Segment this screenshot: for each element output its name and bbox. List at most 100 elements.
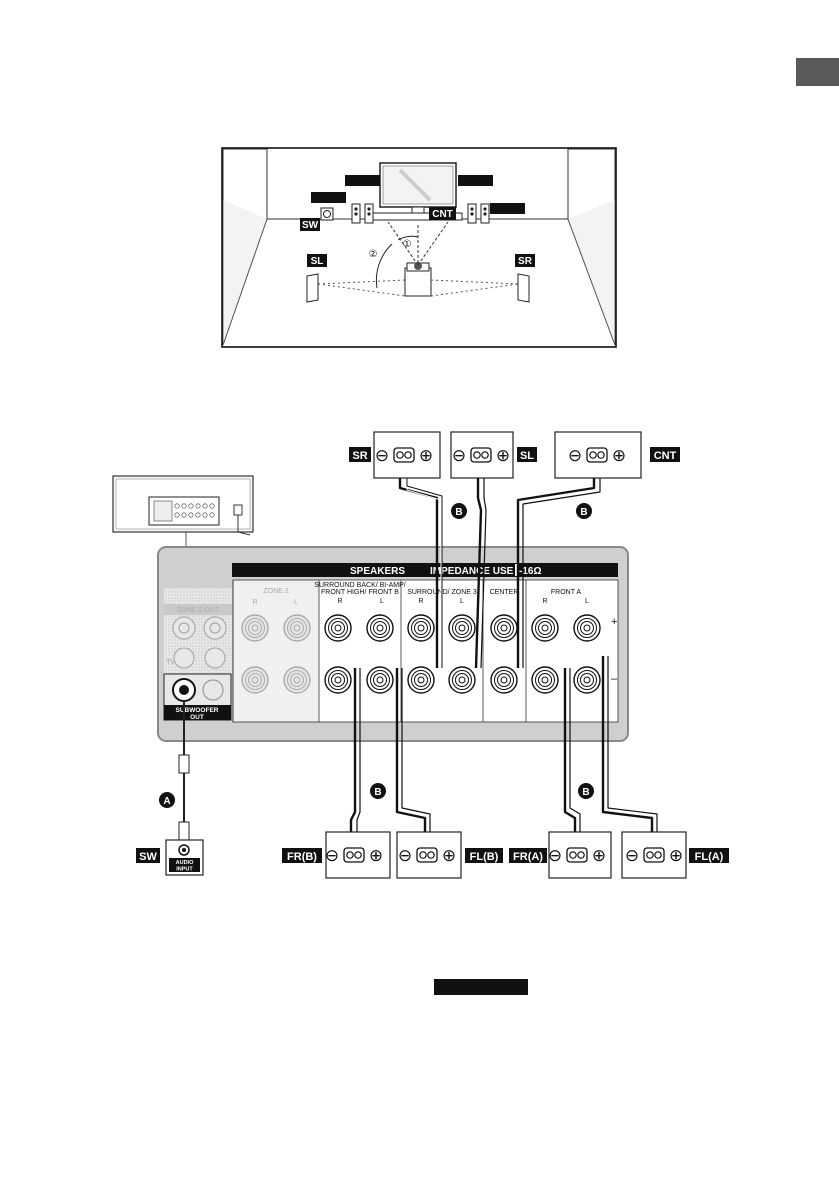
front-a-label: FRONT A xyxy=(551,589,582,596)
sl-speaker-label: SL xyxy=(517,447,537,462)
room-sw-label: SW xyxy=(302,220,319,231)
tv-label: TV xyxy=(166,659,175,666)
svg-text:B: B xyxy=(580,507,587,518)
surround-back-label-1: SURROUND BACK/ BI-AMP/ xyxy=(314,582,405,589)
fa-r-label: R xyxy=(542,598,547,605)
svg-text:FL(A): FL(A) xyxy=(695,851,724,863)
room-label-box xyxy=(345,175,380,186)
svg-text:SL: SL xyxy=(520,450,534,462)
redacted-label-box xyxy=(434,979,528,995)
binding-post-bottom xyxy=(490,666,518,694)
minus-terminal-icon: ⊖ xyxy=(325,846,339,865)
speaker-terminals xyxy=(241,614,601,694)
impedance-value: -16Ω xyxy=(519,566,541,577)
cable-marker-b-2: B xyxy=(576,503,592,519)
subwoofer-out-label-2: OUT xyxy=(190,714,204,721)
fl-a-speaker-box: ⊖⊕ xyxy=(621,831,687,879)
minus-terminal-icon: ⊖ xyxy=(375,446,389,465)
binding-post-top xyxy=(448,614,476,642)
minus-terminal-icon: ⊖ xyxy=(548,846,562,865)
sb-l-label: L xyxy=(380,598,384,605)
sr-speaker-box: ⊖⊕ xyxy=(373,431,441,479)
sw-speaker-label: SW xyxy=(139,851,157,863)
subwoofer-input-box: AUDIO INPUT xyxy=(165,839,204,876)
sl-speaker-box: ⊖⊕ xyxy=(450,431,514,479)
binding-post-bottom xyxy=(448,666,476,694)
sr-speaker-label: SR xyxy=(349,447,371,462)
binding-post-bottom xyxy=(531,666,559,694)
svg-text:CNT: CNT xyxy=(654,450,677,462)
svg-text:FR(A): FR(A) xyxy=(513,851,543,863)
cable-marker-b-1: B xyxy=(451,503,467,519)
binding-post-top xyxy=(531,614,559,642)
plus-terminal-icon: ⊕ xyxy=(442,846,456,865)
room-sr-label: SR xyxy=(518,256,533,267)
binding-post-bottom xyxy=(241,666,269,694)
angle-1-label: ① xyxy=(403,239,412,250)
binding-post-top xyxy=(366,614,394,642)
angle-2-label: ② xyxy=(369,249,378,260)
plus-label: + xyxy=(611,616,617,628)
audio-input-label-2: INPUT xyxy=(176,867,193,873)
fr-b-speaker-box: ⊖⊕ xyxy=(325,831,391,879)
zone2-label: ZONE 2 xyxy=(263,588,288,595)
zone2-out-label: ZONE 2 OUT xyxy=(177,607,220,614)
fr-b-speaker-label: FR(B) xyxy=(282,848,322,863)
cnt-speaker-box: ⊖⊕ xyxy=(554,431,642,479)
zone2-l-label: L xyxy=(294,599,298,606)
receiver-thumbnail xyxy=(112,475,254,548)
binding-post-top xyxy=(573,614,601,642)
fl-a-speaker-label: FL(A) xyxy=(689,848,729,863)
minus-terminal-icon: ⊖ xyxy=(568,446,582,465)
minus-terminal-icon: ⊖ xyxy=(398,846,412,865)
minus-terminal-icon: ⊖ xyxy=(452,446,466,465)
binding-post-bottom xyxy=(573,666,601,694)
plus-terminal-icon: ⊕ xyxy=(369,846,383,865)
binding-post-top xyxy=(490,614,518,642)
sb-r-label: R xyxy=(337,598,342,605)
zone2-r-label: R xyxy=(252,599,257,606)
surround-left-icon xyxy=(306,273,319,303)
cable-marker-a: A xyxy=(159,792,175,808)
impedance-header: IMPEDANCE USE xyxy=(430,566,514,577)
room-layout: SW CNT ① ② SL SR xyxy=(221,147,617,348)
plus-terminal-icon: ⊕ xyxy=(496,446,510,465)
binding-post-top xyxy=(283,614,311,642)
speakers-header: SPEAKERS xyxy=(350,566,405,577)
svg-text:B: B xyxy=(455,507,462,518)
minus-label: – xyxy=(611,673,618,685)
binding-post-top xyxy=(324,614,352,642)
svg-text:B: B xyxy=(374,787,381,798)
svg-text:SR: SR xyxy=(352,450,367,462)
plus-terminal-icon: ⊕ xyxy=(419,446,433,465)
surround-back-label-2: FRONT HIGH/ FRONT B xyxy=(321,589,399,596)
room-label-box xyxy=(458,175,493,186)
audio-input-label-1: AUDIO xyxy=(176,860,194,866)
room-label-box xyxy=(311,192,346,203)
svg-text:A: A xyxy=(163,796,170,807)
surround-right-icon xyxy=(517,273,530,303)
room-sl-label: SL xyxy=(311,256,324,267)
room-cnt-label: CNT xyxy=(432,209,453,220)
center-label: CENTER xyxy=(490,589,519,596)
fl-b-speaker-box: ⊖⊕ xyxy=(396,831,462,879)
svg-text:FR(B): FR(B) xyxy=(287,851,317,863)
subwoofer-out-label-1: SUBWOOFER xyxy=(176,707,219,714)
sur-l-label: L xyxy=(460,598,464,605)
sur-r-label: R xyxy=(418,598,423,605)
plus-terminal-icon: ⊕ xyxy=(592,846,606,865)
section-tab xyxy=(796,58,839,86)
binding-post-bottom xyxy=(283,666,311,694)
fr-a-speaker-box: ⊖⊕ xyxy=(548,831,612,879)
fr-a-speaker-label: FR(A) xyxy=(509,848,547,863)
fl-b-speaker-label: FL(B) xyxy=(465,848,503,863)
svg-text:FL(B): FL(B) xyxy=(470,851,499,863)
rear-panel: SPEAKERS IMPEDANCE USE -16Ω ZONE 2 OUT Z… xyxy=(157,546,629,742)
binding-post-top xyxy=(407,614,435,642)
binding-post-bottom xyxy=(324,666,352,694)
plus-terminal-icon: ⊕ xyxy=(669,846,683,865)
plus-terminal-icon: ⊕ xyxy=(612,446,626,465)
binding-post-bottom xyxy=(407,666,435,694)
cable-marker-b-4: B xyxy=(578,783,594,799)
